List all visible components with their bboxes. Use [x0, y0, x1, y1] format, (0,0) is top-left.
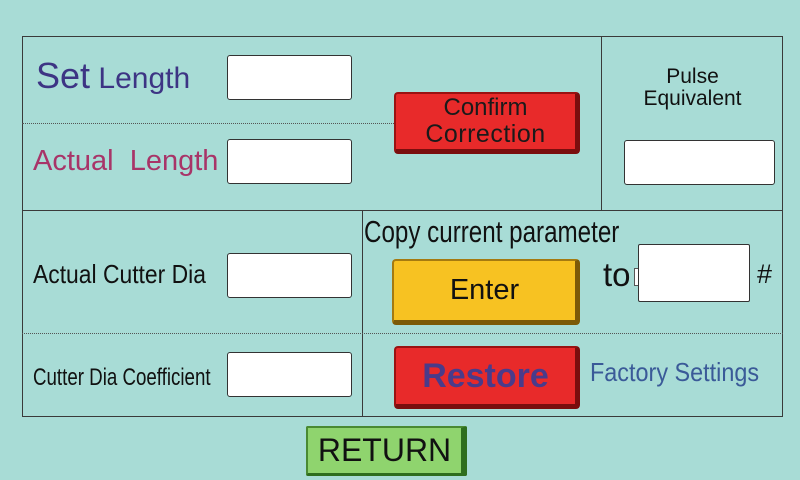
actual-length-input[interactable] [227, 139, 352, 184]
pulse-equivalent-line2: Equivalent [643, 87, 742, 111]
divider-vertical-lower [362, 210, 363, 417]
return-button[interactable]: RETURN [306, 426, 467, 476]
settings-panel-frame [22, 36, 783, 417]
set-word: Set [36, 55, 91, 96]
actual-cutter-dia-input[interactable] [227, 253, 352, 298]
set-length-input[interactable] [227, 55, 352, 100]
confirm-correction-line1: Confirm [443, 94, 528, 122]
copy-current-parameter-label: Copy current parameter [364, 214, 620, 249]
actual-cutter-dia-label: Actual Cutter Dia [33, 259, 206, 289]
restore-button-label: Restore [422, 356, 549, 395]
return-button-label: RETURN [317, 432, 452, 468]
copy-target-input[interactable] [638, 244, 750, 302]
cutter-dia-coefficient-input[interactable] [227, 352, 352, 397]
divider-dotted-bottom [22, 333, 783, 334]
enter-button-label: Enter [449, 274, 520, 306]
length-word: Length [98, 62, 191, 95]
confirm-correction-line2: Correction [425, 119, 546, 148]
to-label: to [603, 256, 631, 293]
hash-symbol: # [757, 259, 773, 289]
actual-length-label: Actual Length [33, 145, 219, 177]
pulse-equivalent-line1: Pulse [666, 65, 719, 88]
divider-vertical-right [601, 36, 602, 211]
enter-button[interactable]: Enter [392, 259, 580, 325]
pulse-equivalent-label: Pulse Equivalent [602, 65, 783, 111]
cutter-dia-coefficient-label: Cutter Dia Coefficient [33, 364, 211, 391]
divider-dotted-top [22, 123, 394, 124]
divider-horizontal-middle [22, 210, 783, 211]
restore-button[interactable]: Restore [394, 346, 580, 409]
pulse-equivalent-input[interactable] [624, 140, 775, 185]
set-length-label: Set Length [36, 58, 190, 94]
confirm-correction-button[interactable]: Confirm Correction [394, 92, 580, 154]
factory-settings-label: Factory Settings [590, 357, 760, 387]
